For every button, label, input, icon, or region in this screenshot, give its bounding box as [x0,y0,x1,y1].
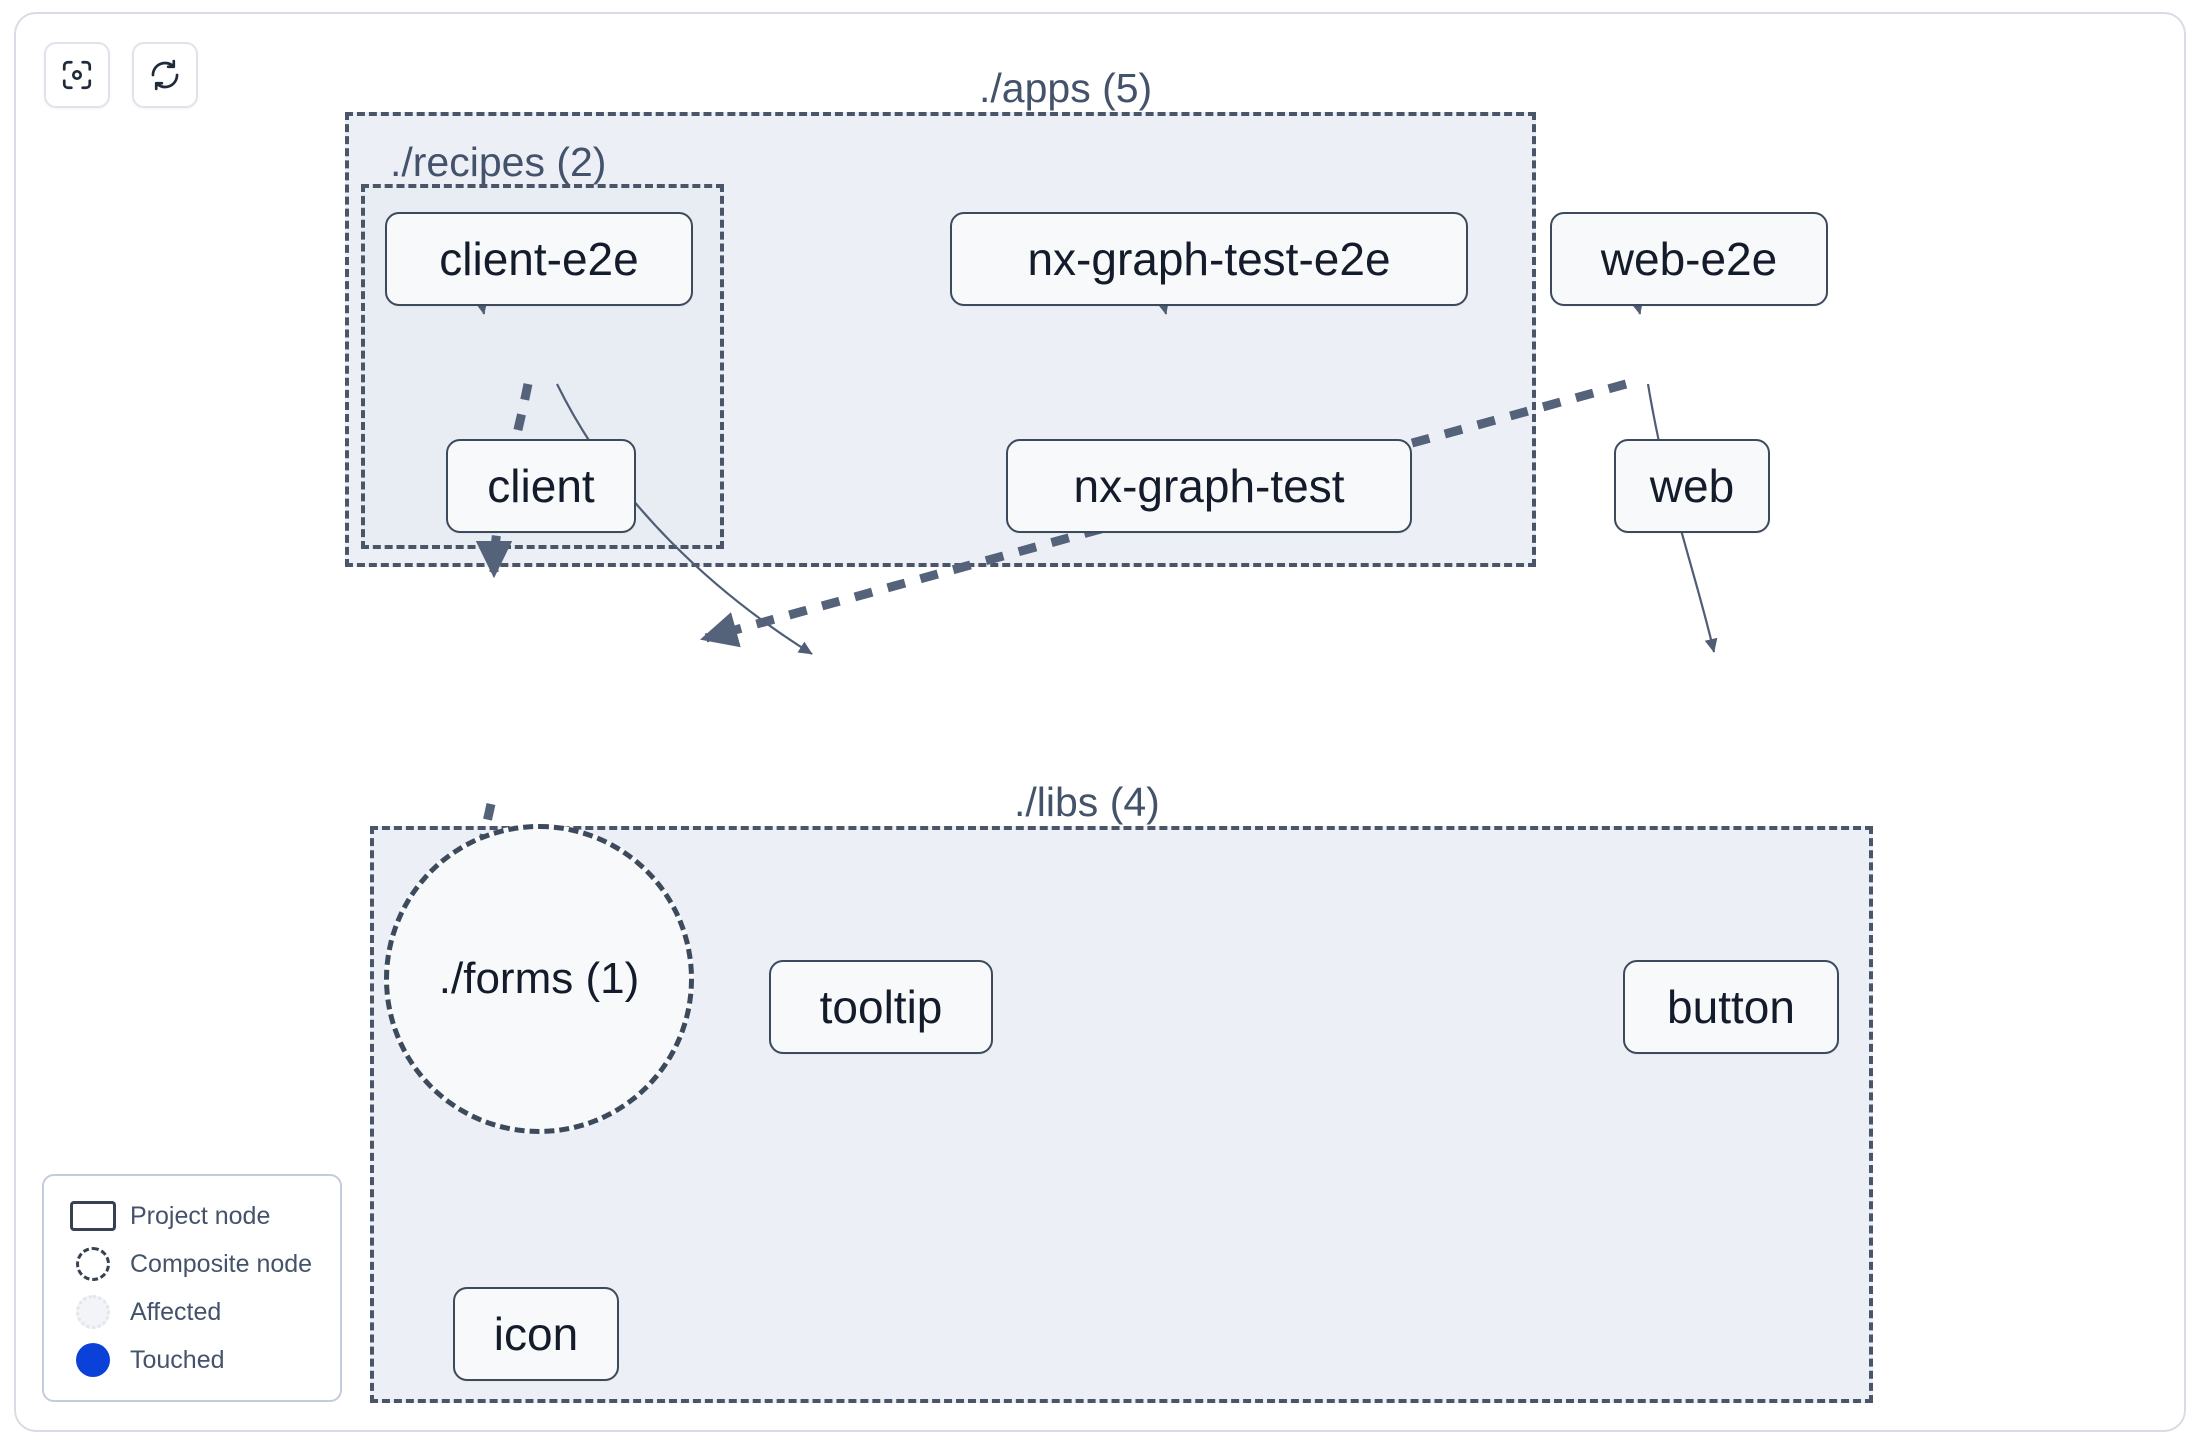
legend-label: Affected [130,1297,222,1326]
node-client[interactable]: client [446,439,636,533]
group-libs-label: ./libs (4) [1014,779,1160,825]
node-web-e2e[interactable]: web-e2e [1550,212,1828,306]
group-recipes-label: ./recipes (2) [390,139,607,185]
focus-graph-button[interactable] [44,42,110,108]
node-label: ./forms (1) [438,954,640,1003]
node-nx-graph-test[interactable]: nx-graph-test [1006,439,1412,533]
legend-item-project-node: Project node [62,1192,322,1240]
affected-swatch [62,1295,124,1329]
graph-frame: ./apps (5) ./recipes (2) ./libs (4) [14,12,2186,1432]
node-label: nx-graph-test [1073,460,1345,512]
node-forms-composite[interactable]: ./forms (1) [384,824,694,1134]
legend-item-affected: Affected [62,1288,322,1336]
graph-legend: Project node Composite node Affected Tou… [42,1174,342,1402]
node-label: nx-graph-test-e2e [1027,233,1391,285]
focus-target-icon [60,58,94,92]
legend-label: Touched [130,1345,225,1374]
refresh-graph-button[interactable] [132,42,198,108]
legend-label: Composite node [130,1249,313,1278]
project-node-swatch [62,1201,124,1231]
graph-toolbar [44,42,198,108]
touched-swatch [62,1343,124,1377]
node-label: client-e2e [439,233,639,285]
node-label: button [1667,981,1795,1033]
group-apps-label: ./apps (5) [979,65,1153,111]
legend-item-composite-node: Composite node [62,1240,322,1288]
graph-canvas[interactable]: ./apps (5) ./recipes (2) ./libs (4) [16,14,2184,1430]
composite-node-swatch [62,1247,124,1281]
node-nx-graph-test-e2e[interactable]: nx-graph-test-e2e [950,212,1468,306]
node-button[interactable]: button [1623,960,1839,1054]
legend-item-touched: Touched [62,1336,322,1384]
node-label: web [1649,460,1735,512]
legend-label: Project node [130,1201,271,1230]
node-label: tooltip [819,981,943,1033]
node-client-e2e[interactable]: client-e2e [385,212,693,306]
refresh-icon [148,58,182,92]
node-label: client [487,460,595,512]
node-label: icon [493,1308,579,1360]
node-web[interactable]: web [1614,439,1770,533]
node-label: web-e2e [1600,233,1778,285]
node-tooltip[interactable]: tooltip [769,960,993,1054]
node-icon[interactable]: icon [453,1287,619,1381]
